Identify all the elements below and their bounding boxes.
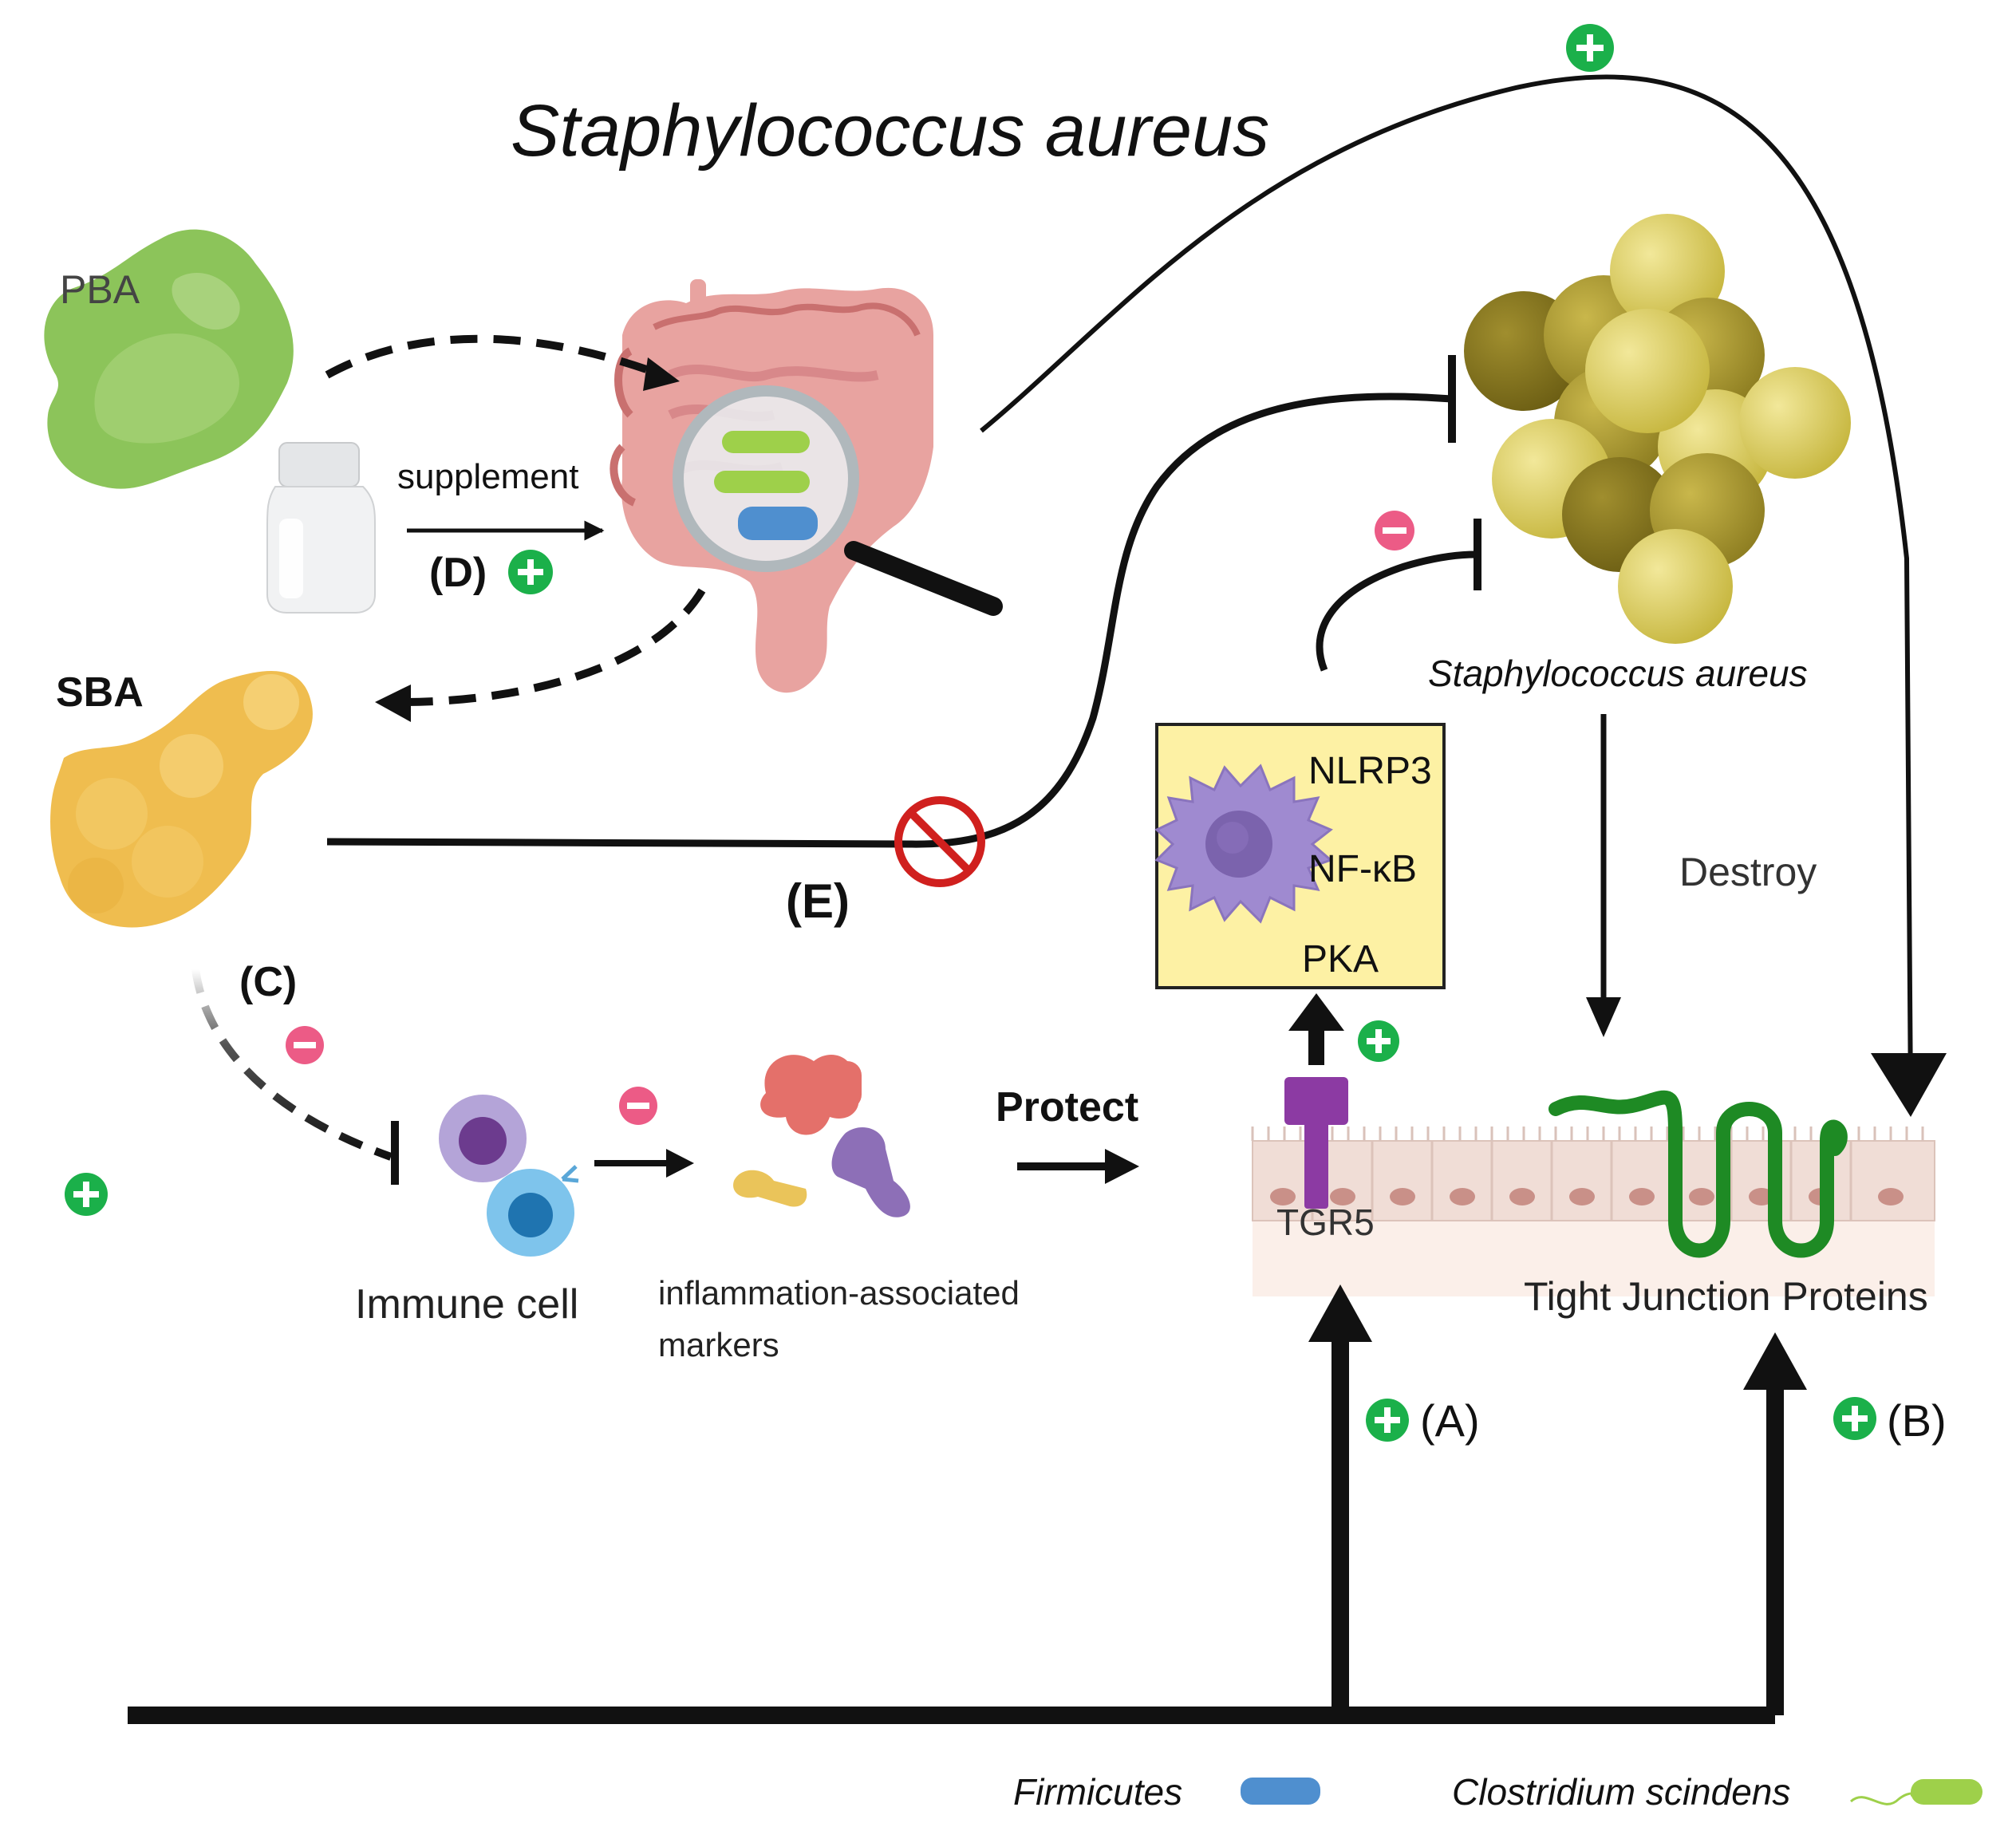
minus-sign-icon: [1375, 511, 1414, 550]
sba-label: SBA: [56, 669, 144, 716]
clostridium-flagellum-icon: [1849, 1792, 1915, 1805]
pathway-e-label: (E): [786, 874, 850, 928]
diagram-title: Staphylococcus aureus: [511, 90, 1269, 172]
tgr5-label: TGR5: [1276, 1202, 1375, 1243]
staph-cluster-icon: [1464, 214, 1851, 644]
tight-junction-label: Tight Junction Proteins: [1524, 1274, 1928, 1319]
inflammation-label-line2: markers: [658, 1326, 779, 1363]
pka-label: PKA: [1302, 938, 1379, 981]
pba-label: PBA: [60, 267, 140, 312]
plus-sign-icon: [508, 550, 553, 594]
pathway-d-label: (D): [429, 550, 487, 596]
minus-sign-icon: [619, 1087, 657, 1125]
sba-blob-icon: [50, 671, 313, 928]
pba-to-intestine-arrow: [325, 334, 664, 379]
minus-sign-icon: [286, 1026, 324, 1064]
plus-sign-icon: [1566, 24, 1614, 72]
forbidden-icon: [894, 796, 985, 887]
intestine-to-sba-arrow: [402, 588, 706, 706]
plus-sign-icon: [1358, 1020, 1399, 1062]
pathway-c-label: (C): [239, 959, 297, 1005]
clostridium-icon: [1911, 1779, 1982, 1805]
immune-cell-label: Immune cell: [355, 1281, 578, 1328]
plus-sign-icon: [1833, 1397, 1876, 1440]
inflammation-marker-icon: [733, 1054, 910, 1217]
pba-blob-icon: [44, 229, 294, 489]
magnifier-icon: [673, 385, 1003, 616]
supplement-bottle-icon: [266, 442, 376, 614]
sba-to-staph-inhibit-line: [326, 393, 1453, 848]
macrophage-icon: [1154, 764, 1333, 924]
box-to-staph-inhibit-line: [1316, 550, 1477, 672]
legend-firmicutes-label: Firmicutes: [1013, 1771, 1182, 1813]
supplement-label: supplement: [397, 457, 578, 496]
pathway-a-label: (A): [1420, 1395, 1480, 1446]
pathway-b-label: (B): [1887, 1395, 1947, 1446]
legend-clostridium-label: Clostridium scindens: [1452, 1771, 1790, 1813]
protect-label: Protect: [996, 1084, 1138, 1130]
plus-sign-icon: [65, 1173, 108, 1216]
staph-label: Staphylococcus aureus: [1428, 653, 1808, 694]
destroy-label: Destroy: [1679, 850, 1817, 894]
immune-cell-icon: [439, 1095, 579, 1257]
tgr5-receptor-icon: [1284, 1077, 1348, 1209]
sba-to-immune-inhibit-line: [191, 969, 393, 1161]
inflammation-label-line1: inflammation-associated: [658, 1274, 1020, 1312]
intestine-to-tight-junction-arc: [980, 74, 1913, 1102]
nlrp3-label: NLRP3: [1308, 750, 1432, 792]
nfkb-label: NF-κB: [1308, 848, 1417, 890]
plus-sign-icon: [1366, 1399, 1409, 1442]
tight-junction-icon: [1548, 1090, 1848, 1258]
firmicutes-icon: [1241, 1778, 1320, 1805]
